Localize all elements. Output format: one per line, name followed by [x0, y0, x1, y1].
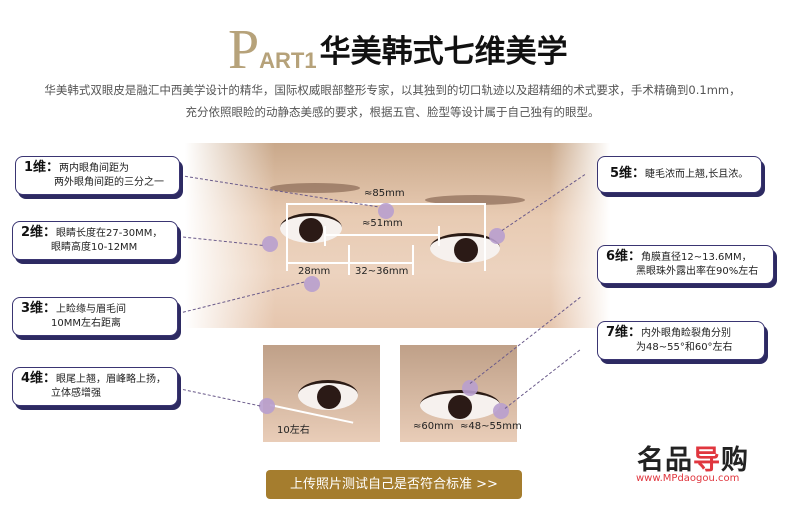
decoration: 眼尾上翘，眉峰略上扬， — [56, 374, 167, 385]
measure-inner: ≈51mm — [362, 218, 403, 229]
decoration: 黑眼珠外露出率在90%左右 — [636, 266, 759, 277]
marker-dot-6 — [462, 380, 478, 396]
marker-dot-1 — [378, 203, 394, 219]
decoration: 2维： — [21, 225, 57, 240]
face-photo — [185, 143, 610, 328]
decoration — [317, 385, 341, 409]
decoration — [454, 238, 478, 262]
measure-gap: 32~36mm — [355, 266, 409, 277]
decoration: 两外眼角间距的三分之一 — [54, 177, 164, 188]
measure-line-inner — [324, 234, 440, 236]
measure-line — [412, 245, 414, 275]
measure-line — [288, 262, 414, 264]
page-title: P ART1 华美韩式七维美学 — [228, 19, 568, 81]
decoration: 眼睛高度10-12MM — [51, 242, 138, 253]
decoration — [298, 380, 358, 410]
measure-angle-outer: ≈60mm — [413, 421, 454, 432]
description-line-2: 充分依照眼睑的动静态美感的要求，根据五官、脸型等设计属于自己独有的眼型。 — [185, 105, 600, 119]
marker-dot-7 — [493, 403, 509, 419]
decoration: 名品 — [637, 445, 693, 476]
decoration: 睫毛浓而上翘,长且浓。 — [645, 169, 749, 180]
connector-line — [177, 388, 261, 407]
dimension-card-4: 4维：眼尾上翘，眉峰略上扬，立体感增强 — [12, 367, 178, 406]
decoration: 10MM左右距离 — [51, 318, 121, 329]
decoration — [185, 143, 275, 328]
decoration: 2维：眼睛长度在27-30MM， — [21, 226, 169, 241]
decoration: 为48~55°和60°左右 — [636, 342, 733, 353]
description-line-1: 华美韩式双眼皮是融汇中西美学设计的精华，国际权威眼部整形专家，以其独到的切口轨迹… — [44, 83, 741, 97]
measure-line — [324, 226, 326, 246]
decoration — [420, 390, 500, 420]
decoration: 购 — [721, 445, 749, 476]
upload-photo-test-button[interactable]: 上传照片测试自己是否符合标准 >> — [266, 470, 522, 499]
decoration — [299, 218, 323, 242]
dimension-card-2: 2维：眼睛长度在27-30MM，眼睛高度10-12MM — [12, 221, 178, 260]
marker-dot-2 — [262, 236, 278, 252]
decoration: 7维： — [606, 325, 642, 340]
decoration: 眼睛长度在27-30MM， — [56, 228, 163, 239]
measure-angle-inner: ≈48~55mm — [460, 421, 522, 432]
part-letter: P — [228, 19, 260, 81]
eye-angle-photo — [400, 345, 517, 442]
decoration: 4维： — [21, 371, 57, 386]
decoration — [448, 395, 472, 419]
decoration: 6维：角膜直径12~13.6MM， — [606, 250, 765, 265]
decoration: 立体感增强 — [51, 388, 101, 399]
part-number: ART1 — [259, 48, 317, 73]
dimension-card-5: 5维：睫毛浓而上翘,长且浓。 — [597, 156, 762, 193]
marker-dot-4 — [259, 398, 275, 414]
marker-dot-3 — [304, 276, 320, 292]
decoration — [430, 233, 500, 263]
brand-url[interactable]: www.MPdaogou.com — [636, 473, 740, 484]
decoration — [270, 183, 360, 193]
marker-dot-5 — [489, 228, 505, 244]
decoration: 5维：睫毛浓而上翘,长且浓。 — [610, 167, 749, 182]
eye-tail-photo — [263, 345, 380, 442]
decoration: 两内眼角间距为 — [59, 163, 130, 174]
measure-line — [484, 203, 486, 271]
measure-tail: 10左右 — [277, 425, 310, 436]
decoration: 3维：上睑缘与眉毛间 — [21, 302, 169, 317]
decoration: 3维： — [21, 301, 57, 316]
decoration: 上睑缘与眉毛间 — [56, 304, 127, 315]
decoration: 5维： — [610, 166, 646, 181]
decoration: 内外眼角睑裂角分别 — [641, 328, 732, 339]
measure-line — [438, 226, 440, 246]
decoration: 7维：内外眼角睑裂角分别 — [606, 326, 756, 341]
measure-eye-width: 28mm — [298, 266, 331, 277]
title-text: 华美韩式七维美学 — [319, 34, 568, 70]
decoration — [425, 195, 525, 205]
decoration: 1维：两内眼角间距为 — [24, 161, 171, 176]
decoration: 1维： — [24, 160, 60, 175]
decoration: 导 — [693, 445, 721, 476]
decoration — [280, 213, 342, 243]
measure-line — [286, 203, 288, 271]
measure-line — [348, 245, 350, 275]
decoration: 4维：眼尾上翘，眉峰略上扬， — [21, 372, 169, 387]
decoration: 6维： — [606, 249, 642, 264]
dimension-card-7: 7维：内外眼角睑裂角分别为48~55°和60°左右 — [597, 321, 765, 360]
brand-logo: 名品导购 — [637, 438, 749, 477]
decoration: 角膜直径12~13.6MM， — [641, 252, 752, 263]
measure-outer: ≈85mm — [364, 188, 405, 199]
dimension-card-6: 6维：角膜直径12~13.6MM，黑眼珠外露出率在90%左右 — [597, 245, 774, 284]
dimension-card-1: 1维：两内眼角间距为两外眼角间距的三分之一 — [15, 156, 180, 195]
